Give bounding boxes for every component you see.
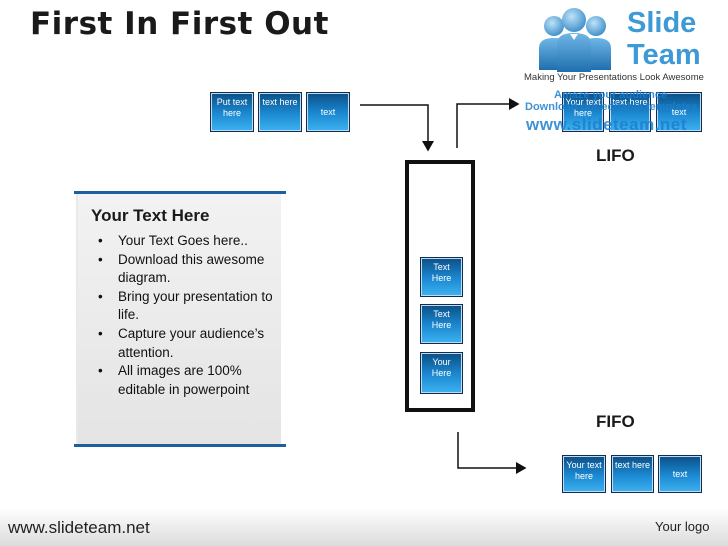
input-box: text: [306, 92, 350, 132]
lifo-label: LIFO: [596, 146, 635, 165]
text-panel-bottom-bar: [74, 444, 286, 447]
watermark-url: www.slideteam.net: [526, 115, 687, 134]
arrow-stack-to-lifo: [456, 98, 520, 148]
input-box-label: Put text here: [216, 97, 248, 118]
bullet-item: Your Text Goes here..: [94, 232, 274, 251]
fifo-label: FIFO: [596, 412, 635, 431]
people-icon: [539, 8, 611, 72]
bullet-list: Your Text Goes here.. Download this awes…: [94, 232, 274, 399]
fifo-box: text: [658, 455, 702, 493]
logo-text-team: Team: [627, 39, 701, 71]
arrow-input-to-stack: [360, 104, 434, 152]
lifo-box: text here: [609, 92, 651, 132]
watermark-line-2: Download our editable templates: [525, 101, 698, 113]
stack-box: Your Here: [420, 352, 463, 394]
fifo-box-label: text: [672, 468, 688, 479]
lifo-box-label: text: [671, 106, 687, 117]
panel-heading: Your Text Here: [91, 206, 210, 225]
logo-text-slide: Slide: [627, 7, 697, 39]
bullet-item: Bring your presentation to life.: [94, 288, 274, 325]
fifo-box-label: text here: [614, 460, 651, 470]
footer-url: www.slideteam.net: [8, 518, 150, 537]
watermark-line-1: Amaze your audience: [554, 89, 668, 101]
input-box: text here: [258, 92, 302, 132]
lifo-box: text: [656, 92, 702, 132]
lifo-box-label: Your text here: [565, 97, 601, 118]
logo-tagline: Making Your Presentations Look Awesome: [524, 72, 704, 83]
fifo-box: Your text here: [562, 455, 606, 493]
input-box-label: text: [320, 106, 336, 117]
footer-logo-placeholder: Your logo: [655, 519, 710, 534]
bullet-item: Download this awesome diagram.: [94, 251, 274, 288]
footer-bar: [0, 507, 728, 546]
stack-box-label: Your Here: [431, 357, 452, 378]
stack-box-label: Text Here: [431, 309, 452, 330]
stack-box: Text Here: [420, 257, 463, 297]
bullet-item: Capture your audience’s attention.: [94, 325, 274, 362]
slideteam-logo: [539, 8, 611, 72]
input-box-label: text here: [262, 97, 298, 107]
arrow-stack-to-fifo: [457, 432, 527, 474]
input-box: Put text here: [210, 92, 254, 132]
lifo-box-label: text here: [612, 97, 648, 107]
fifo-box-label: Your text here: [566, 460, 602, 481]
stack-box-label: Text Here: [431, 262, 452, 283]
fifo-box: text here: [611, 455, 654, 493]
bullet-item: All images are 100% editable in powerpoi…: [94, 362, 274, 399]
lifo-box: Your text here: [562, 92, 604, 132]
stack-box: Text Here: [420, 304, 463, 344]
text-panel-top-bar: [74, 191, 286, 194]
page-title: First In First Out: [30, 6, 329, 42]
